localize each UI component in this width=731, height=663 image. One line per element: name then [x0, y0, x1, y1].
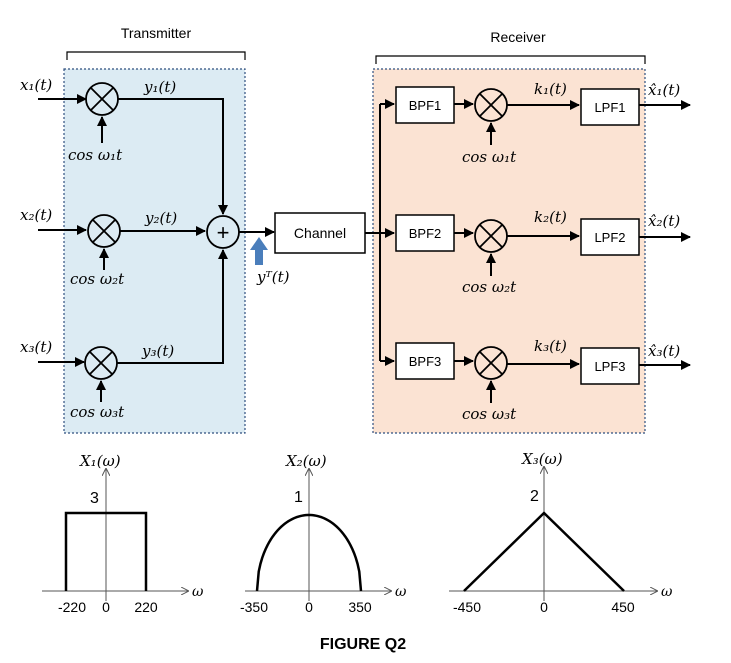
spectrum-1-ylabel: X₁(ω) — [79, 452, 121, 470]
input-x3-label: x₃(t) — [20, 338, 52, 356]
transmitter-label: Transmitter — [121, 25, 192, 41]
product-y1-label: y₁(t) — [143, 78, 176, 96]
spectrum-2-ylabel: X₂(ω) — [285, 452, 327, 470]
output-x2-label: x̂₂(t) — [648, 212, 680, 230]
spectrum-1-peak-label: 3 — [90, 490, 99, 507]
bpf1-block — [395, 86, 455, 124]
spectrum-1-tick-3: 220 — [134, 599, 158, 615]
transmitter-bracket — [66, 51, 246, 60]
spectrum-2-xlabel: ω — [395, 584, 407, 600]
k3-label: k₃(t) — [534, 337, 567, 355]
spectrum-1-xlabel: ω — [192, 584, 204, 600]
input-x1-label: x₁(t) — [20, 76, 52, 94]
channel-label: Channel — [294, 225, 346, 241]
spectrum-1-curve — [64, 511, 148, 591]
spectrum-3-ylabel: X₃(ω) — [521, 450, 563, 468]
output-x3-label: x̂₃(t) — [648, 342, 680, 360]
spectrum-3-peak-label: 2 — [530, 488, 539, 505]
lpf2-label: LPF2 — [594, 230, 625, 245]
receiver-carrier-3-label: cos ω₃t — [462, 405, 517, 423]
carrier-2-label: cos ω₂t — [70, 270, 125, 288]
spectrum-2-tick-1: -350 — [240, 599, 268, 615]
carrier-3-label: cos ω₃t — [70, 403, 125, 421]
lpf1-block — [580, 88, 640, 126]
spectrum-3-xlabel: ω — [661, 584, 673, 600]
receiver-multiplier-2 — [474, 219, 508, 253]
figure-caption: FIGURE Q2 — [320, 636, 406, 653]
spectrum-3-tick-2: 0 — [540, 599, 548, 615]
k1-label: k₁(t) — [534, 80, 567, 98]
lpf2-block — [580, 218, 640, 256]
spectrum-1-tick-2: 0 — [102, 599, 110, 615]
spectrum-3-tick-1: -450 — [453, 599, 481, 615]
bpf1-label: BPF1 — [409, 98, 442, 113]
bpf3-block — [395, 342, 455, 380]
spectrum-3-tick-3: 450 — [611, 599, 635, 615]
input-x2-label: x₂(t) — [20, 206, 52, 224]
multiplier-2 — [87, 214, 121, 248]
spectra-group: X₁(ω) 3 ω -220 0 220 X₂(ω) 1 ω -350 0 350 X₃(ω) 2 ω -45… — [42, 450, 673, 615]
tap-arrow — [250, 237, 268, 265]
carrier-1-label: cos ω₁t — [68, 146, 123, 164]
spectrum-3-curve — [463, 511, 625, 592]
bpf2-block — [395, 214, 455, 252]
spectrum-2-tick-3: 350 — [348, 599, 372, 615]
summer: + — [206, 215, 240, 249]
lpf3-label: LPF3 — [594, 359, 625, 374]
spectrum-1-tick-1: -220 — [58, 599, 86, 615]
receiver-label: Receiver — [490, 29, 546, 45]
product-y2-label: y₂(t) — [144, 209, 177, 227]
multiplier-3 — [84, 346, 118, 380]
receiver-carrier-2-label: cos ω₂t — [462, 278, 517, 296]
multiplier-1 — [85, 82, 119, 116]
receiver-bracket — [375, 55, 646, 64]
summer-symbol: + — [217, 220, 230, 245]
receiver-multiplier-1 — [474, 88, 508, 122]
bpf3-label: BPF3 — [409, 354, 442, 369]
y1-path — [118, 98, 228, 215]
transmitter-region — [63, 68, 246, 434]
tap-label: yᵀ(t) — [256, 268, 290, 286]
output-x1-label: x̂₁(t) — [648, 81, 680, 99]
lpf1-label: LPF1 — [594, 100, 625, 115]
receiver-multiplier-3 — [474, 346, 508, 380]
spectrum-2-tick-2: 0 — [305, 599, 313, 615]
spectrum-2-peak-label: 1 — [294, 489, 303, 506]
channel-block — [274, 212, 366, 254]
spectrum-2-curve — [255, 513, 363, 592]
product-y3-label: y₃(t) — [141, 342, 174, 360]
lpf3-block — [580, 347, 640, 385]
receiver-carrier-1-label: cos ω₁t — [462, 148, 517, 166]
bpf2-label: BPF2 — [409, 226, 442, 241]
k2-label: k₂(t) — [534, 208, 567, 226]
y3-path — [117, 249, 228, 364]
